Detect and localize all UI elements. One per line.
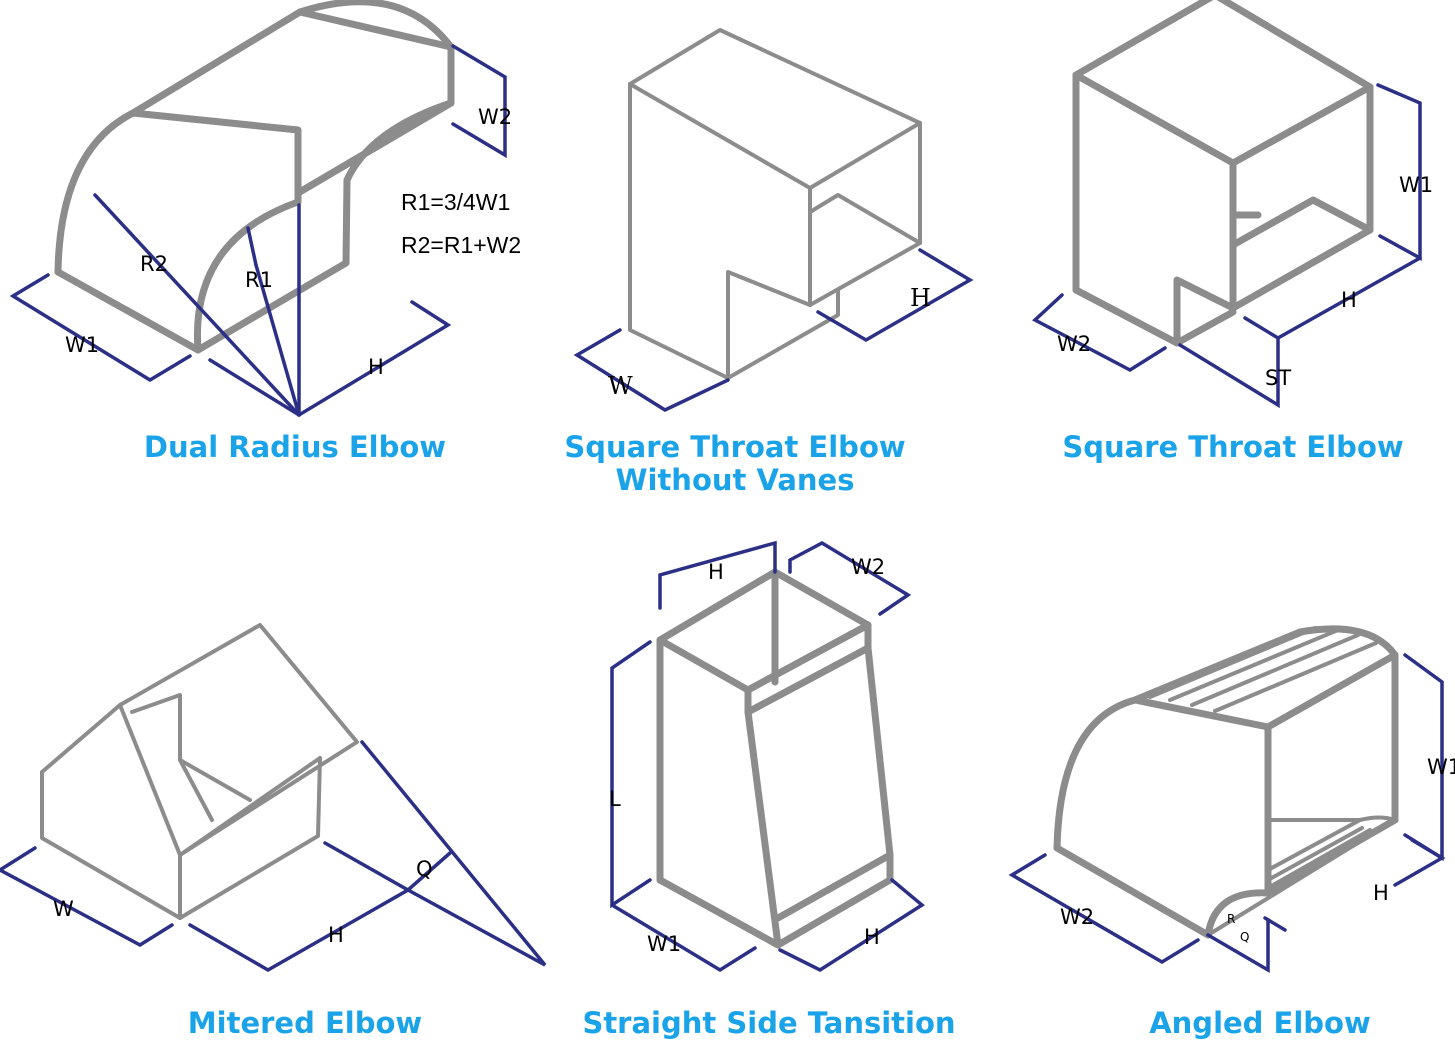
r-label: R — [1227, 912, 1235, 926]
square-throat-elbow: W1 W2 H ST — [1031, 0, 1433, 409]
caption-straight-side-transition: Straight Side Tansition — [582, 1006, 956, 1040]
r1-label: R1 — [245, 268, 273, 292]
w1-label: W1 — [1427, 755, 1455, 779]
angled-elbow-duct — [1053, 625, 1399, 939]
mitered-elbow-duct — [40, 623, 359, 920]
caption-angled-elbow: Angled Elbow — [1149, 1006, 1371, 1040]
square-throat-no-vanes-duct — [628, 28, 922, 380]
straight-side-transition-duct — [656, 568, 894, 949]
formula-r2: R2=R1+W2 — [401, 232, 521, 258]
h-label: H — [1341, 288, 1357, 312]
straight-side-transition: H W2 L W1 H — [609, 540, 925, 973]
angled-elbow-dimensions — [1008, 653, 1446, 974]
caption-square-throat-no-vanes-line2: Without Vanes — [615, 463, 855, 497]
st-label: ST — [1265, 366, 1291, 390]
caption-mitered-elbow: Mitered Elbow — [187, 1006, 423, 1040]
dual-radius-elbow: W2 W1 R2 R1 H R1=3/4W1 R2=R1+W2 — [9, 0, 521, 418]
q-label: Q — [1240, 930, 1249, 944]
square-throat-no-vanes-dimensions — [573, 248, 974, 412]
w-label: W — [53, 897, 74, 921]
mitered-elbow: W H Q — [0, 623, 547, 973]
mitered-elbow-dimensions — [0, 740, 547, 973]
dual-radius-elbow-duct — [54, 0, 455, 354]
caption-square-throat-elbow: Square Throat Elbow — [1062, 430, 1404, 464]
l-label: L — [609, 787, 621, 811]
square-throat-dimensions — [1031, 83, 1422, 409]
q-label: Q — [416, 857, 433, 881]
w1-label: W1 — [1399, 173, 1433, 197]
w2-label: W2 — [1057, 332, 1091, 356]
w-label: W — [608, 372, 633, 400]
w2-label: W2 — [1060, 905, 1094, 929]
caption-square-throat-no-vanes-line1: Square Throat Elbow — [564, 430, 906, 464]
caption-dual-radius-elbow: Dual Radius Elbow — [143, 430, 447, 464]
r2-label: R2 — [140, 252, 168, 276]
w1-label: W1 — [65, 333, 99, 357]
w2-label: W2 — [478, 105, 512, 129]
straight-side-transition-dimensions — [610, 540, 925, 973]
w1-label: W1 — [647, 932, 681, 956]
h-top-label: H — [708, 560, 724, 584]
square-throat-duct — [1072, 0, 1374, 347]
h-label: H — [910, 284, 931, 312]
h-label: H — [368, 355, 384, 379]
dual-radius-elbow-dimensions — [9, 44, 507, 418]
h-label: H — [1373, 881, 1389, 905]
h-label: H — [328, 923, 344, 947]
angled-elbow: W1 W2 H R Q — [1008, 625, 1455, 974]
formula-r1: R1=3/4W1 — [401, 189, 510, 215]
w2-label: W2 — [851, 555, 885, 579]
h-bottom-label: H — [864, 925, 880, 949]
square-throat-elbow-without-vanes: W H — [573, 28, 974, 412]
